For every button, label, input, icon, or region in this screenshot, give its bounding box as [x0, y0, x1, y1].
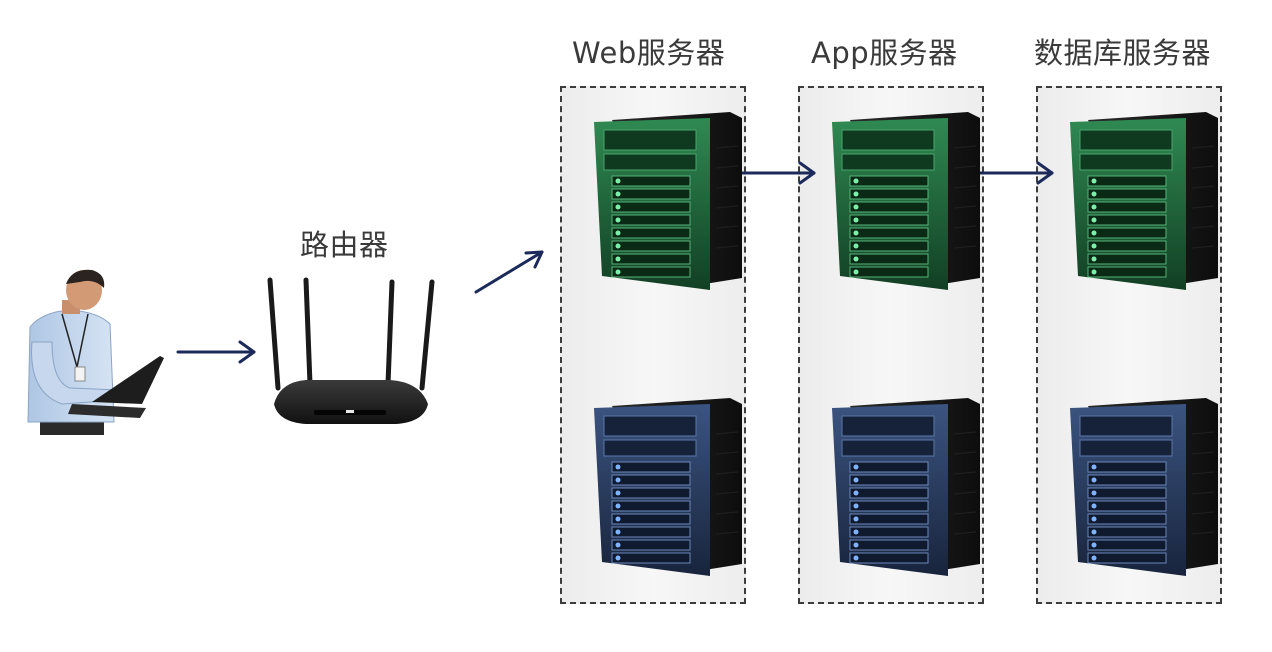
web-standby-server-icon [593, 397, 743, 577]
person-with-laptop-icon [27, 269, 164, 435]
db-standby-server-icon [1069, 397, 1219, 577]
arrow-app-to-db [972, 161, 1054, 185]
tier-app-label: App服务器 [811, 36, 958, 70]
wifi-router-icon [267, 277, 435, 424]
router-label: 路由器 [300, 228, 389, 262]
tier-web-label: Web服务器 [572, 36, 726, 70]
tier-db-label: 数据库服务器 [1034, 36, 1212, 70]
db-primary-server-icon [1069, 111, 1219, 291]
arrow-user-to-router [176, 340, 256, 364]
app-standby-server-icon [831, 397, 981, 577]
arrow-web-to-app [734, 161, 816, 185]
arrow-router-to-web [474, 250, 544, 294]
web-primary-server-icon [593, 111, 743, 291]
app-primary-server-icon [831, 111, 981, 291]
